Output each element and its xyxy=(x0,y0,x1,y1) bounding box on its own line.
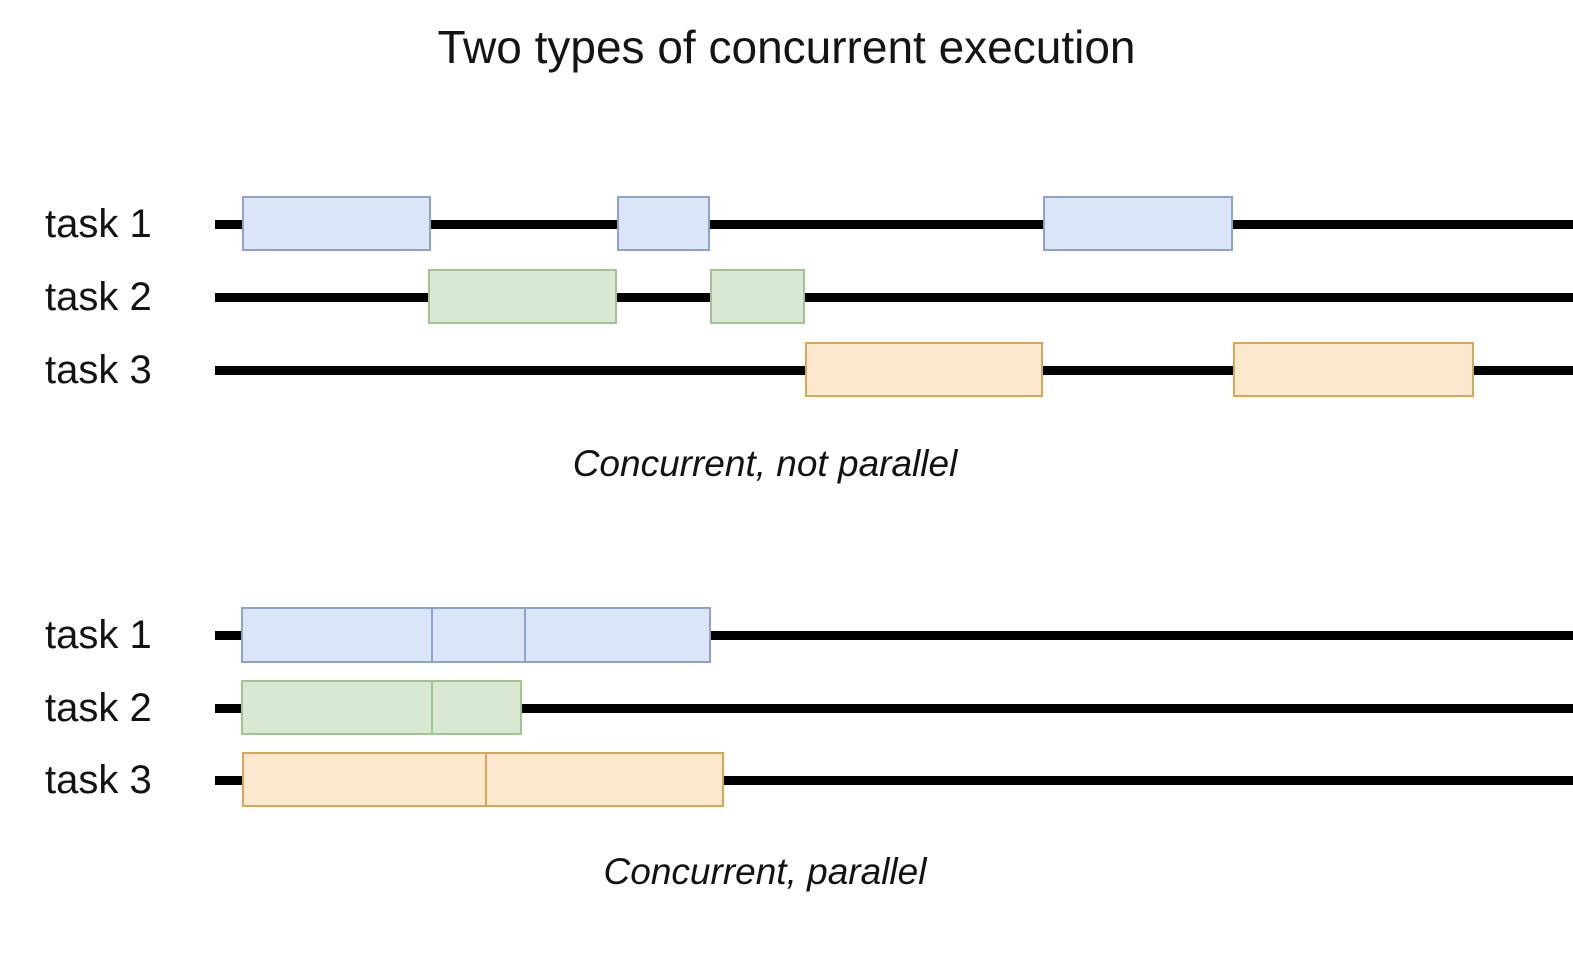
execution-box-blue xyxy=(242,196,431,251)
task-label: task 1 xyxy=(45,202,152,246)
box-divider xyxy=(431,682,433,733)
timeline xyxy=(215,630,1573,640)
task-label: task 2 xyxy=(45,275,152,319)
box-divider xyxy=(524,609,526,661)
task-label: task 1 xyxy=(45,613,152,657)
task-label: task 3 xyxy=(45,348,152,392)
execution-box-blue xyxy=(241,607,711,663)
task-label: task 3 xyxy=(45,758,152,802)
execution-box-blue xyxy=(1043,196,1233,251)
execution-box-blue xyxy=(617,196,710,251)
task-label: task 2 xyxy=(45,686,152,730)
caption-concurrent-not-parallel: Concurrent, not parallel xyxy=(572,443,958,484)
timeline xyxy=(215,219,1573,229)
execution-box-orange xyxy=(1233,342,1474,397)
caption-concurrent-parallel: Concurrent, parallel xyxy=(603,851,927,892)
execution-box-green xyxy=(710,269,805,324)
execution-box-green xyxy=(428,269,617,324)
timeline xyxy=(215,775,1573,785)
execution-box-orange xyxy=(242,752,724,807)
diagram-title: Two types of concurrent execution xyxy=(437,21,1136,73)
box-divider xyxy=(485,754,487,805)
execution-box-orange xyxy=(805,342,1043,397)
execution-box-green xyxy=(241,680,522,735)
timeline xyxy=(215,292,1573,302)
box-divider xyxy=(431,609,433,661)
timeline xyxy=(215,703,1573,713)
